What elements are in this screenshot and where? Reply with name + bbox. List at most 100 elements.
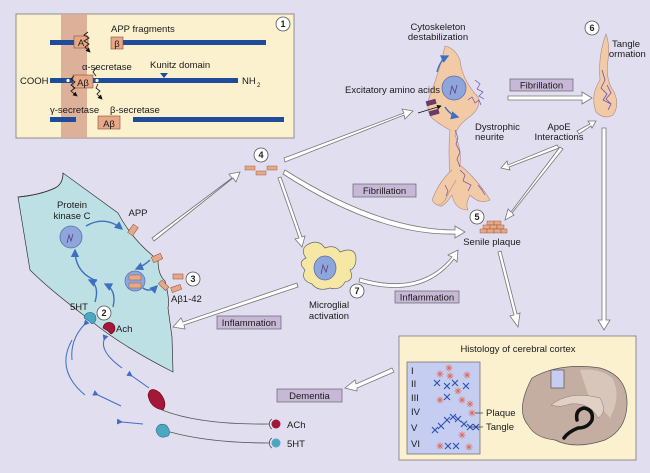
gamma-secretase-label: γ-secretase bbox=[50, 105, 99, 116]
layer-label: II bbox=[411, 379, 416, 390]
fragment-a bbox=[73, 35, 89, 49]
plaque-marker bbox=[454, 387, 462, 395]
inflammation-box-left bbox=[216, 315, 282, 330]
5ht-receptor-label: 5HT bbox=[70, 302, 88, 313]
senile-plaque-label: Senile plaque bbox=[463, 237, 521, 248]
nh2-label: NH bbox=[242, 76, 256, 87]
legend-ach-label: ACh bbox=[287, 420, 305, 431]
senile-plaque: 5 Senile plaque bbox=[463, 209, 521, 248]
layer-label: V bbox=[411, 423, 418, 434]
beta-cleavage-arrow bbox=[95, 83, 103, 100]
svg-text:5: 5 bbox=[474, 212, 479, 222]
arrow-oligomer-to-microglia bbox=[277, 176, 306, 248]
histology-title: Histology of cerebral cortex bbox=[460, 344, 575, 355]
svg-text:destabilization: destabilization bbox=[408, 32, 468, 43]
plaque-bricks-icon bbox=[479, 220, 508, 234]
tangle-marker bbox=[460, 420, 468, 428]
app-processing-panel: 1 APP fragments A β α-secretase Kunitz d… bbox=[15, 13, 295, 139]
biopsy-section-icon bbox=[550, 369, 565, 389]
plaque-marker bbox=[466, 400, 474, 408]
plaque-marker bbox=[445, 364, 453, 372]
tangle-marker bbox=[444, 442, 452, 450]
app-fragments-label: APP fragments bbox=[111, 24, 175, 35]
arrow-oligomer-to-plaque bbox=[282, 169, 466, 239]
step-1-badge bbox=[275, 16, 291, 32]
plaque-label: Plaque bbox=[486, 408, 516, 419]
svg-text:kinase C: kinase C bbox=[54, 211, 91, 222]
protein-kinase-label: Protein bbox=[57, 200, 87, 211]
tangle-marker bbox=[443, 416, 451, 424]
plaque-marker bbox=[436, 370, 444, 378]
layer-label: VI bbox=[411, 439, 420, 450]
plaque-marker bbox=[436, 442, 444, 450]
plaque-markers bbox=[436, 364, 476, 451]
cortex-slide bbox=[406, 361, 481, 455]
microglia: 7 Microglial activation bbox=[300, 241, 365, 322]
svg-text:neurite: neurite bbox=[475, 132, 504, 143]
app-strand bbox=[112, 40, 266, 45]
beta-secretase-label: β-secretase bbox=[110, 105, 160, 116]
fragment-beta bbox=[110, 36, 124, 50]
cytoskeleton-label: Cytoskeleton bbox=[411, 22, 466, 33]
svg-text:Dementia: Dementia bbox=[289, 391, 330, 402]
fibrillation-box-mid bbox=[352, 183, 417, 198]
histology-panel: Histology of cerebral cortex I II III IV… bbox=[398, 335, 637, 461]
step-2-badge bbox=[96, 305, 112, 321]
tangle-marker bbox=[437, 422, 445, 430]
neuron-nucleus-icon bbox=[441, 75, 467, 101]
svg-text:Aβ: Aβ bbox=[103, 119, 115, 130]
damaged-neuron: Cytoskeleton destabilization Excitatory … bbox=[345, 22, 584, 211]
arrow-fibrillation-to-tangle bbox=[507, 91, 593, 105]
dystrophic-neurite-label: Dystrophic bbox=[475, 122, 520, 133]
step-3-badge bbox=[185, 271, 201, 287]
step-5-badge bbox=[469, 209, 485, 225]
plaque-marker bbox=[465, 443, 473, 451]
plaque-marker bbox=[446, 372, 454, 380]
arrow-oligomer-to-neuron bbox=[283, 108, 414, 163]
legend-ach-swatch bbox=[271, 419, 281, 429]
arrow-apoe-to-tangle bbox=[576, 120, 597, 135]
gamma-cleavage-arrow bbox=[70, 75, 78, 97]
svg-text:Inflammation: Inflammation bbox=[222, 318, 276, 329]
plaque-marker bbox=[436, 396, 444, 404]
svg-text:7: 7 bbox=[354, 286, 359, 296]
tangle-marker bbox=[451, 379, 459, 387]
ach-receptor-label: Ach bbox=[116, 324, 132, 335]
tangle-marker bbox=[462, 382, 470, 390]
tangled-filaments bbox=[444, 79, 486, 197]
arrow-apoe-to-neurite bbox=[500, 144, 560, 171]
legend-5ht-swatch bbox=[271, 438, 281, 448]
svg-text:Fibrillation: Fibrillation bbox=[520, 81, 563, 92]
tangle-marker bbox=[449, 413, 457, 421]
glutamate-receptor-icon bbox=[425, 98, 437, 107]
ach-receptor-icon bbox=[102, 322, 116, 335]
tangle-marker bbox=[443, 382, 451, 390]
tangle-formation-label: Tangle bbox=[612, 39, 640, 50]
tangle-marker bbox=[433, 379, 441, 387]
svg-text:Aβ: Aβ bbox=[77, 78, 89, 89]
svg-text:A: A bbox=[78, 38, 85, 49]
cleavage-arrow bbox=[83, 31, 91, 53]
cooh-label: COOH bbox=[20, 76, 49, 87]
step-4-badge bbox=[253, 147, 269, 163]
layer-label: III bbox=[411, 393, 419, 404]
kunitz-domain-label: Kunitz domain bbox=[150, 60, 210, 71]
layer-label: IV bbox=[411, 407, 421, 418]
svg-text:2: 2 bbox=[257, 83, 261, 89]
svg-text:β: β bbox=[114, 39, 120, 50]
fibrillation-box-top bbox=[509, 78, 574, 92]
abeta-1-42-group: 3 Aβ1-42 bbox=[157, 271, 202, 305]
arrow-tangle-to-histology bbox=[597, 127, 611, 331]
microglia-nucleus-icon bbox=[313, 255, 337, 281]
tangle-cell-icon bbox=[593, 33, 618, 118]
tangle-marker bbox=[443, 393, 451, 401]
process-boxes: Fibrillation Fibrillation Inflammation I… bbox=[216, 78, 574, 403]
inflammation-box-right bbox=[394, 290, 460, 304]
plaque-marker bbox=[458, 396, 466, 404]
arrow-plaque-to-histology bbox=[497, 250, 521, 329]
svg-text:activation: activation bbox=[309, 311, 349, 322]
ach-terminal-icon bbox=[147, 389, 166, 411]
app-strand bbox=[50, 40, 78, 45]
tangle-marker bbox=[431, 426, 439, 434]
postsynaptic-neuron: Protein kinase C APP 5HT 2 Ach bbox=[17, 172, 174, 373]
